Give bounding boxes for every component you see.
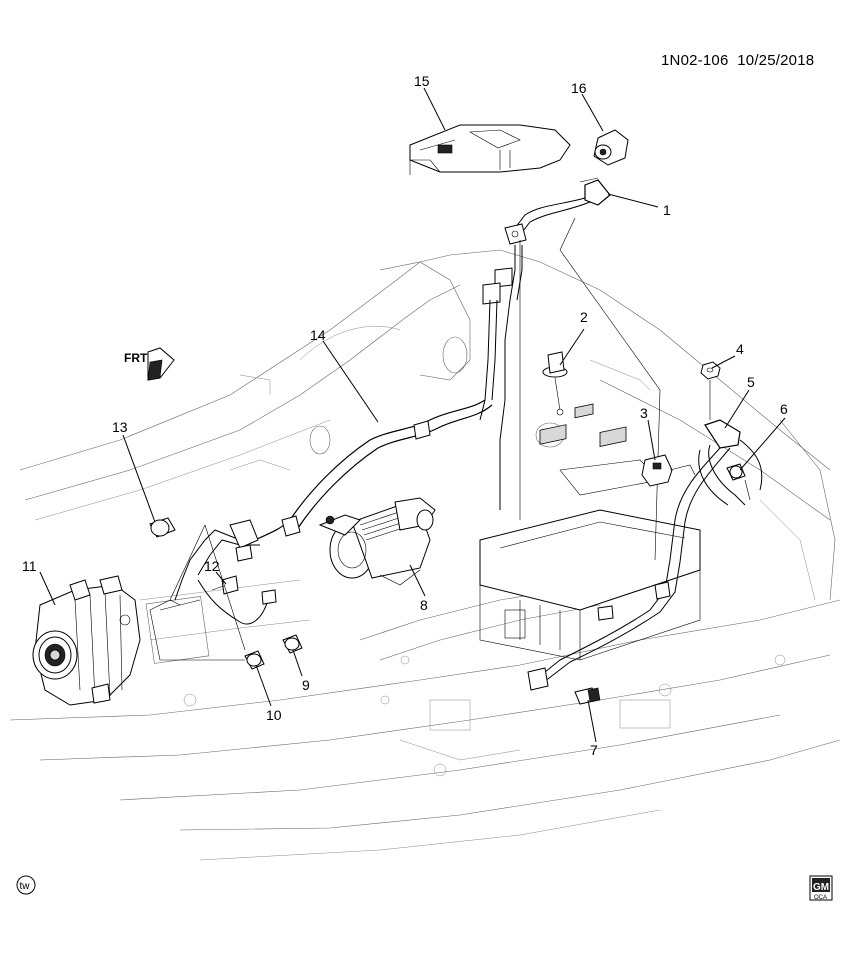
- frt-label: FRT: [124, 351, 148, 365]
- diagram-code: 1N02-106: [661, 52, 729, 69]
- callout-6: 6: [780, 401, 788, 417]
- callout-8: 8: [420, 597, 428, 613]
- callout-13: 13: [112, 419, 128, 435]
- tw-label: tw: [20, 881, 31, 892]
- part-2-grommet: [542, 351, 568, 416]
- battery-assembly: [479, 403, 701, 661]
- front-direction-arrow: FRT: [124, 347, 175, 381]
- part-10-boot: [244, 650, 265, 670]
- callout-5: 5: [747, 374, 755, 390]
- callout-14: 14: [310, 327, 326, 343]
- harness-routing: [479, 240, 661, 561]
- callout-16: 16: [571, 80, 587, 96]
- callout-9: 9: [302, 677, 310, 693]
- part-12-stud: [211, 575, 239, 595]
- part-9-boot: [282, 634, 303, 654]
- callout-1: 1: [663, 202, 671, 218]
- alternator-connection-lines: [149, 524, 246, 661]
- callout-4: 4: [736, 341, 744, 357]
- part-8-starter: [318, 497, 436, 586]
- part-5-cable: [527, 419, 763, 691]
- tw-mark: tw: [16, 875, 36, 895]
- part-1-battery-cable: [504, 177, 611, 251]
- part-11-alternator: [32, 575, 141, 706]
- part-14-harness: [169, 399, 493, 625]
- part-4-nut: [700, 361, 721, 420]
- callout-10: 10: [266, 707, 282, 723]
- callout-15: 15: [414, 73, 430, 89]
- part-6-clamp: [726, 463, 751, 501]
- part-7-bolt: [574, 687, 601, 705]
- callout-11: 11: [22, 558, 37, 574]
- gm-logo-text: GM: [813, 882, 829, 893]
- callout-12: 12: [204, 558, 220, 574]
- callout-labels: 1 2 3 4 5 6 7 8 9 10 11 12 13 14 15 16: [22, 73, 788, 758]
- part-13-cap: [149, 517, 176, 538]
- gm-logo: GM OCA: [809, 875, 833, 901]
- part-15-fuse-cover: [409, 124, 571, 175]
- part-16-connector: [593, 129, 629, 166]
- callout-3: 3: [640, 405, 648, 421]
- callout-7: 7: [590, 742, 598, 758]
- diagram-header: 1N02-106 10/25/2018: [661, 52, 814, 69]
- leader-lines: [39, 87, 786, 743]
- gm-logo-subtext: OCA: [814, 895, 827, 901]
- part-3-bracket: [641, 454, 696, 487]
- diagram-date: 10/25/2018: [737, 52, 815, 69]
- callout-2: 2: [580, 309, 588, 325]
